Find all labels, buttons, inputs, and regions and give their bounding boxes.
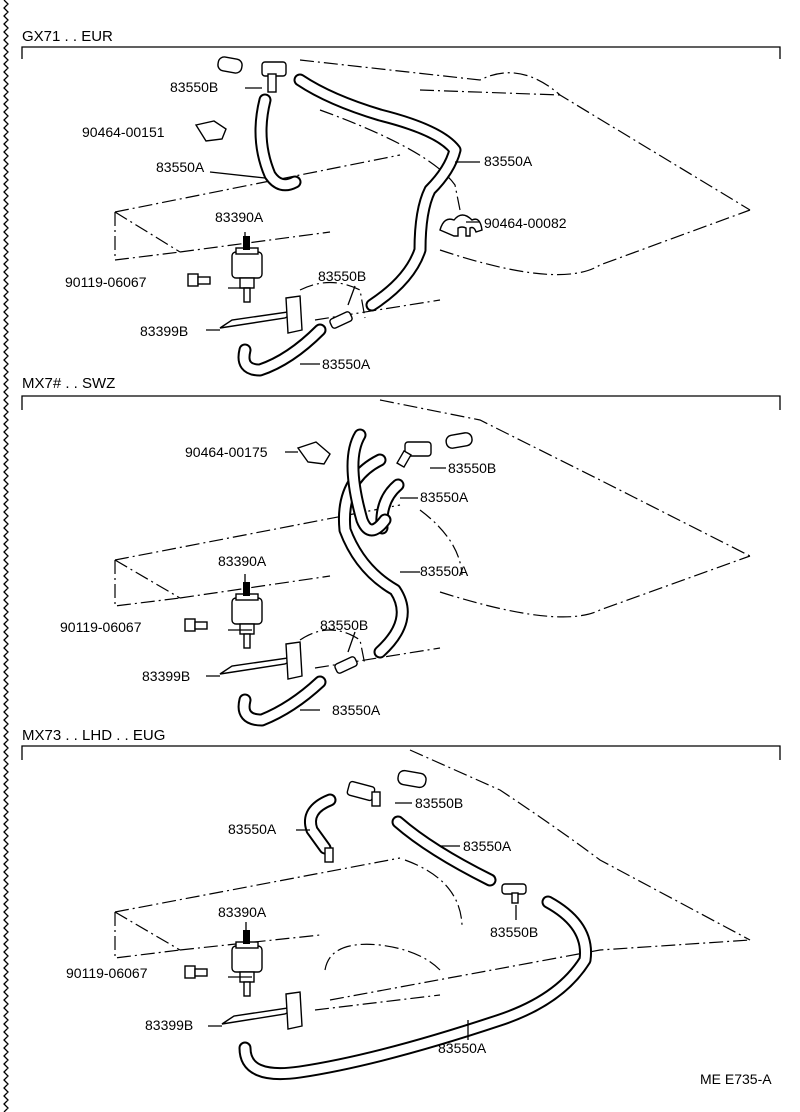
label-hose-lower-1: 83550A xyxy=(322,356,371,372)
label-83390A-3: 83390A xyxy=(218,904,267,920)
label-83390A-2: 83390A xyxy=(218,553,267,569)
label-joint-mid-1: 83550B xyxy=(318,268,366,284)
label-hose-upper-2: 83550A xyxy=(420,489,469,505)
label-clip-right-1: 90464-00082 xyxy=(484,215,567,231)
label-bolt-1: 90119-06067 xyxy=(65,274,147,290)
label-83390A-1: 83390A xyxy=(215,209,264,225)
label-hose-long-2: 83550A xyxy=(420,563,469,579)
label-clip-top-2: 90464-00175 xyxy=(185,444,268,460)
label-joint-mid-3: 83550B xyxy=(490,924,538,940)
section-mx7-swz: MX7# . . SWZ 90464-00175 83 xyxy=(21,375,781,727)
label-hose-lower-2: 83550A xyxy=(332,702,381,718)
section-mx73-lhd-eug: MX73 . . LHD . . EUG 83550B 8355 xyxy=(21,727,781,1081)
label-hose-mid-3: 83550A xyxy=(463,838,512,854)
label-bracket-1: 83399B xyxy=(140,323,188,339)
section-title-3: MX73 . . LHD . . EUG xyxy=(22,727,165,744)
label-joint-top-3: 83550B xyxy=(415,795,463,811)
section-title-2: MX7# . . SWZ xyxy=(22,375,115,392)
label-bolt-2: 90119-06067 xyxy=(60,619,142,635)
label-hose-right-1: 83550A xyxy=(484,153,533,169)
label-joint-top-1: 83550B xyxy=(170,79,218,95)
zigzag-border xyxy=(3,0,9,1112)
label-clip-left-1: 90464-00151 xyxy=(82,124,165,140)
label-bracket-3: 83399B xyxy=(145,1017,193,1033)
label-joint-top-2: 83550B xyxy=(448,460,496,476)
footer-code: ME E735-A xyxy=(700,1071,772,1087)
label-bolt-3: 90119-06067 xyxy=(66,965,148,981)
section-title-1: GX71 . . EUR xyxy=(22,28,113,45)
label-joint-mid-2: 83550B xyxy=(320,617,368,633)
section-gx71-eur: GX71 . . EUR xyxy=(21,28,781,377)
label-hose-left-1: 83550A xyxy=(156,159,205,175)
label-hose-left-3: 83550A xyxy=(228,821,277,837)
label-bracket-2: 83399B xyxy=(142,668,190,684)
label-hose-lower-3: 83550A xyxy=(438,1040,487,1056)
